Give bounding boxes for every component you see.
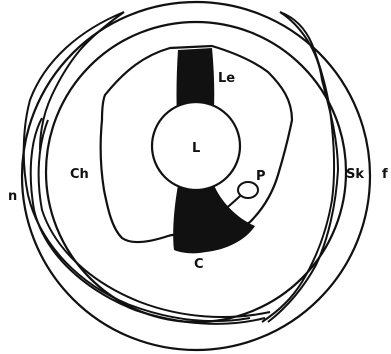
label-p: P bbox=[256, 169, 266, 184]
label-l: L bbox=[192, 141, 200, 156]
label-ch: Ch bbox=[70, 167, 89, 182]
small-oval bbox=[238, 182, 258, 198]
label-f: f bbox=[382, 167, 388, 182]
label-le: Le bbox=[218, 71, 235, 86]
label-c: C bbox=[194, 257, 204, 272]
label-sk: Sk bbox=[346, 167, 364, 182]
label-n: n bbox=[8, 189, 17, 204]
